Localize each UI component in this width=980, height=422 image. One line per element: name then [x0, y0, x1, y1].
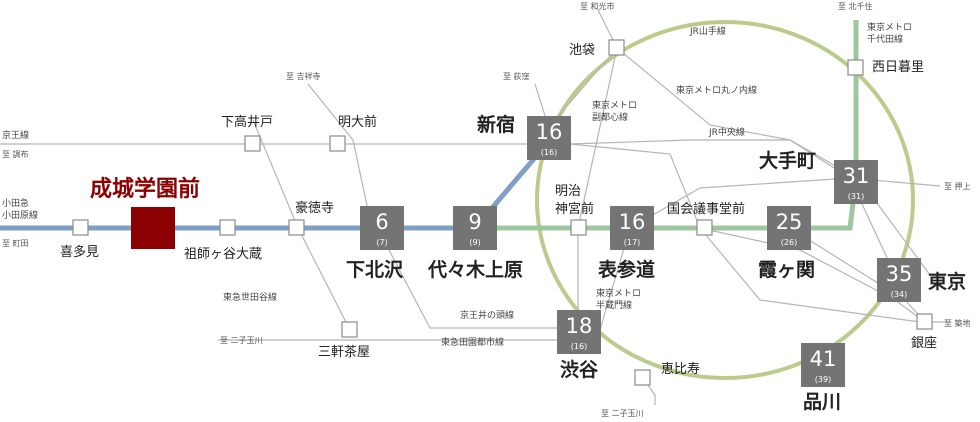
station-shimotakaido: 下高井戸 [221, 114, 273, 130]
station-kokkai: 国会議事堂前 [667, 201, 745, 217]
time-tokyo: 35 [886, 262, 913, 286]
minor-stations [72, 39, 933, 386]
ebisu-marker [634, 369, 651, 386]
time-sub-tokyo: (34) [891, 290, 907, 299]
time-box-shibuya: 18 (16) [557, 310, 601, 354]
time-sub-omotesando: (17) [624, 238, 640, 247]
soshigaya-marker [219, 219, 236, 236]
label-odakyu-1: 小田急 [2, 197, 29, 209]
station-meidaimae: 明大前 [338, 114, 377, 130]
time-sub-shibuya: (16) [571, 342, 587, 351]
sangenjaya-marker [341, 321, 358, 338]
station-kitami: 喜多見 [60, 244, 99, 260]
dir-futakotamagawa-bottom: 至 二子玉川 [601, 409, 644, 418]
hanzomon-line [599, 177, 851, 331]
time-box-shimokitazawa: 6 (7) [360, 206, 404, 250]
station-soshigaya: 祖師ヶ谷大蔵 [184, 247, 262, 262]
station-otemachi: 大手町 [759, 149, 816, 172]
meiji-marker [570, 219, 587, 236]
time-shimokitazawa: 6 [375, 210, 388, 234]
station-omotesando: 表参道 [598, 258, 655, 281]
time-shinagawa: 41 [810, 347, 837, 371]
time-otemachi: 31 [843, 164, 870, 188]
dir-kichijoji: 至 吉祥寺 [286, 71, 321, 81]
kokkai-marker [696, 219, 713, 236]
kokkai-ginza [699, 227, 926, 323]
yamanote-loop [535, 20, 915, 380]
shimotakaido-marker [244, 135, 261, 152]
ikebukuro-marker [608, 39, 625, 56]
station-tokyo: 東京 [928, 270, 966, 293]
nishinippori-marker [847, 59, 864, 76]
time-box-kasumigaseki: 25 (26) [767, 206, 811, 250]
label-fukutoshin-2: 副都心線 [592, 111, 628, 123]
station-meiji-line2: 神宮前 [555, 201, 594, 217]
station-ebisu: 恵比寿 [661, 362, 700, 377]
label-chiyoda-2: 千代田線 [867, 33, 903, 45]
keio-line [0, 143, 921, 323]
time-omotesando: 16 [619, 210, 646, 234]
fukutoshin-line [577, 9, 618, 340]
home-station-marker [131, 207, 175, 249]
time-sub-yoyogiuehara: (9) [469, 238, 480, 247]
dir-chofu: 至 調布 [2, 149, 29, 159]
time-box-yoyogiuehara: 9 (9) [453, 206, 497, 250]
label-hanzomon-1: 東京メトロ [596, 287, 641, 299]
station-yoyogiuehara: 代々木上原 [427, 258, 523, 281]
label-setagaya: 東急世田谷線 [223, 291, 277, 303]
dir-oshiage: 至 押上 [944, 181, 971, 191]
label-fukutoshin-1: 東京メトロ [592, 99, 637, 111]
label-yamanote: JR山手線 [689, 25, 726, 37]
dir-machida: 至 町田 [2, 239, 29, 248]
station-shinjuku: 新宿 [477, 113, 515, 136]
label-inokashira: 京王井の頭線 [460, 309, 514, 321]
time-box-tokyo: 35 (34) [877, 258, 921, 302]
gotokuji-marker [288, 219, 305, 236]
station-meiji-line1: 明治 [555, 184, 581, 199]
time-shinjuku: 16 [536, 120, 563, 144]
time-sub-shimokitazawa: (7) [376, 238, 387, 247]
dir-tsukiji: 至 築地 [944, 318, 971, 328]
time-kasumigaseki: 25 [776, 210, 803, 234]
time-box-shinjuku: 16 (16) [527, 116, 571, 160]
kitami-marker [72, 219, 89, 236]
station-shinagawa: 品川 [803, 391, 841, 413]
station-kasumigaseki: 霞ヶ関 [758, 259, 815, 281]
marunouchi-line [616, 47, 896, 276]
station-sangenjaya: 三軒茶屋 [318, 344, 370, 360]
label-odakyu-2: 小田原線 [2, 209, 38, 221]
time-box-otemachi: 31 (31) [834, 160, 878, 204]
ikebukuro-shinjuku [547, 47, 618, 129]
station-nishinippori: 西日暮里 [872, 60, 924, 75]
label-chiyoda-1: 東京メトロ [867, 21, 912, 33]
home-station-name: 成城学園前 [90, 176, 200, 202]
time-box-shinagawa: 41 (39) [801, 343, 845, 387]
time-sub-otemachi: (31) [848, 192, 864, 201]
label-hanzomon-2: 半蔵門線 [596, 299, 632, 311]
label-denentoshi: 東急田園都市線 [441, 336, 504, 348]
dir-wakoshi: 至 和光市 [580, 1, 615, 11]
station-shimokitazawa: 下北沢 [346, 258, 404, 281]
ginza-marker [916, 313, 933, 330]
dir-kitasenju: 至 北千住 [838, 1, 873, 11]
station-shibuya: 渋谷 [560, 358, 599, 381]
station-ginza: 銀座 [911, 336, 937, 351]
time-sub-shinagawa: (39) [815, 375, 831, 384]
ginza-link [789, 227, 950, 323]
label-marunouchi: 東京メトロ丸ノ内線 [676, 84, 757, 96]
time-shibuya: 18 [566, 314, 593, 338]
dir-futakotamagawa-left: 至 二子玉川 [220, 336, 263, 345]
time-sub-shinjuku: (16) [541, 148, 557, 157]
time-sub-kasumigaseki: (26) [781, 238, 797, 247]
time-yoyogiuehara: 9 [468, 210, 481, 234]
time-box-omotesando: 16 (17) [610, 206, 654, 250]
station-ikebukuro: 池袋 [569, 43, 595, 58]
dir-ogikubo: 至 荻窪 [503, 71, 530, 81]
label-chuo: JR中央線 [708, 126, 745, 138]
station-gotokuji: 豪徳寺 [295, 200, 334, 216]
meidaimae-marker [329, 135, 346, 152]
label-keio: 京王線 [2, 129, 29, 141]
